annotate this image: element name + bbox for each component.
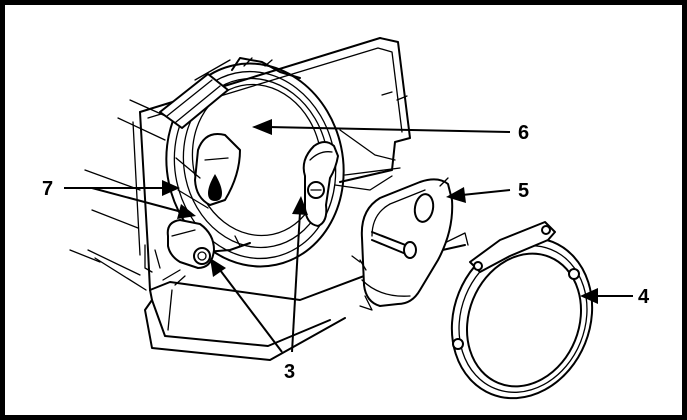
callout-5: 5	[518, 180, 529, 202]
bobbin-latch	[159, 59, 231, 129]
right-retaining-lever	[302, 141, 339, 227]
callout-4: 4	[638, 286, 650, 308]
leader-6	[252, 119, 511, 135]
oil-drop-icon	[208, 174, 222, 201]
inner-hook	[351, 177, 454, 311]
hook-ring	[450, 221, 594, 400]
callout-3: 3	[284, 361, 295, 383]
leader-3	[210, 196, 308, 353]
callout-6: 6	[518, 122, 529, 144]
leader-5	[446, 187, 511, 203]
leader-4	[580, 288, 633, 304]
leader-7	[64, 180, 196, 219]
left-retaining-lever	[166, 219, 215, 269]
callout-7: 7	[42, 178, 53, 200]
machine-housing	[69, 37, 469, 361]
bobbin-center	[175, 133, 241, 209]
